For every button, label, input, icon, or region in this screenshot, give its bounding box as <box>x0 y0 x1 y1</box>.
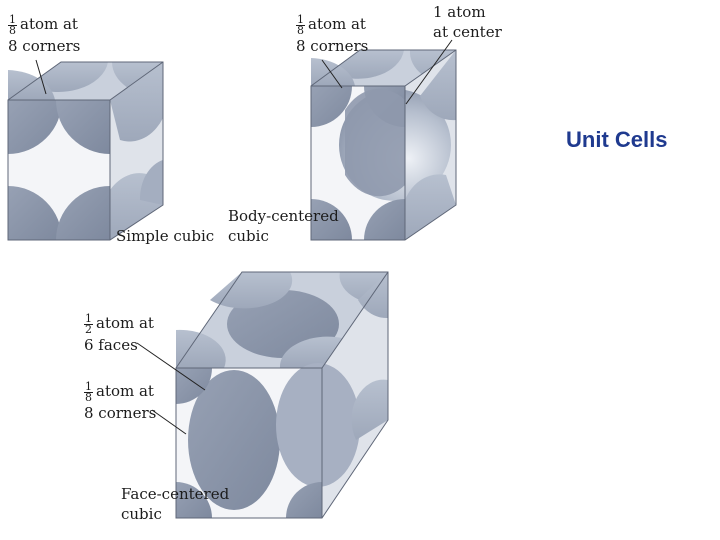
fcc-name-line2: cubic <box>121 505 162 523</box>
bcc-name-line2: cubic <box>228 227 269 245</box>
bcc-corner-text-line1: atom at <box>308 15 366 33</box>
fcc-cell <box>176 272 388 518</box>
bcc-name-line1: Body-centered <box>228 207 339 225</box>
fcc-face-text-line2: 6 faces <box>84 336 138 354</box>
sc-name-line1: Simple cubic <box>116 227 214 245</box>
bcc-center-cut-face <box>345 89 405 196</box>
fraction-denominator: 8 <box>84 393 93 403</box>
fcc-corner-text-line1: atom at <box>96 382 154 400</box>
bcc-corner-text-line2: 8 corners <box>296 37 368 55</box>
sc-name-label: Simple cubic <box>116 226 214 246</box>
bcc-center-text-line2: at center <box>433 23 502 41</box>
sc-corner-text-line1: atom at <box>20 15 78 33</box>
fcc-name-label: Face-centered cubic <box>121 484 229 524</box>
fraction-denominator: 8 <box>8 26 17 36</box>
fcc-corner-text-line2: 8 corners <box>84 404 156 422</box>
bcc-center-text-line1: 1 atom <box>433 3 486 21</box>
fraction-denominator: 2 <box>84 325 93 335</box>
simple-cubic-cell <box>8 62 163 240</box>
bcc-center-label: 1 atom at center <box>433 2 502 42</box>
fraction-denominator: 8 <box>296 26 305 36</box>
fcc-face-text-line1: atom at <box>96 314 154 332</box>
fcc-right-face-sphere <box>276 363 360 487</box>
sc-corner-text-line2: 8 corners <box>8 37 80 55</box>
page-title: Unit Cells <box>566 127 667 153</box>
fcc-name-line1: Face-centered <box>121 485 229 503</box>
bcc-name-label: Body-centered cubic <box>228 206 339 246</box>
